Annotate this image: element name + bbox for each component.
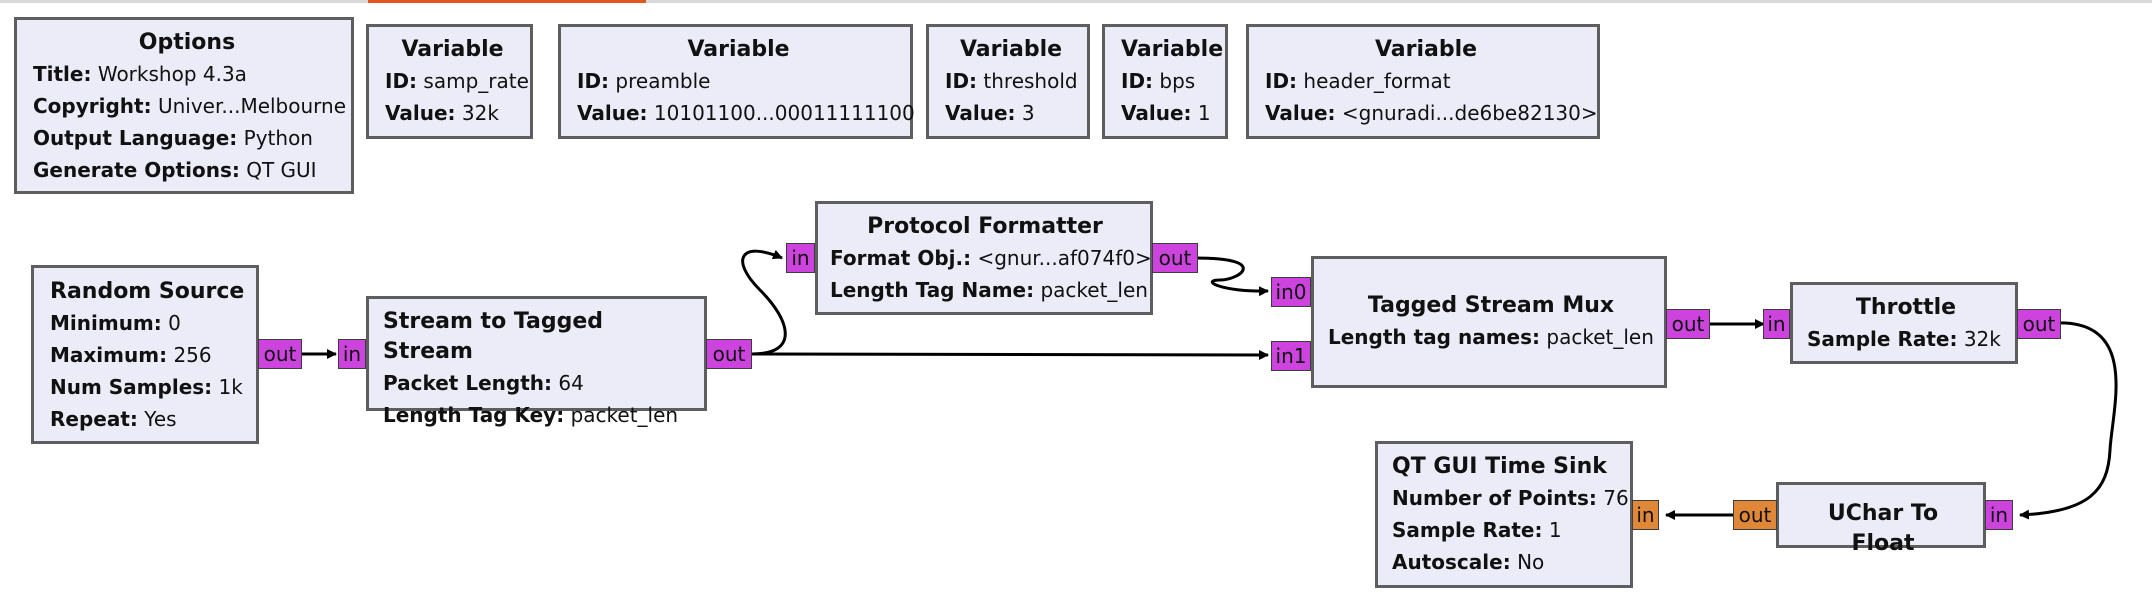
param-sample-rate: Sample Rate: 32k — [1807, 327, 2001, 351]
uchar-to-float-out-port[interactable]: out — [1733, 500, 1777, 530]
block-title: Tagged Stream Mux — [1367, 293, 1615, 318]
protocol-formatter-block[interactable]: Protocol Formatter Format Obj.: <gnur...… — [815, 201, 1153, 315]
param-value: Value: 3 — [945, 101, 1035, 125]
block-title: Stream to Tagged Stream — [383, 309, 604, 364]
block-title: Variable — [687, 37, 790, 62]
variable-bps-block[interactable]: Variable ID: bps Value: 1 — [1102, 24, 1228, 139]
param-id: ID: header_format — [1265, 69, 1451, 93]
stream-to-tagged-in-port[interactable]: in — [338, 339, 366, 369]
uchar-to-float-block[interactable]: UChar To Float — [1776, 482, 1986, 556]
variable-threshold-block[interactable]: Variable ID: threshold Value: 3 — [926, 24, 1090, 139]
param-repeat: Repeat: Yes — [50, 407, 177, 431]
block-params: ID: bps Value: 1 — [1121, 65, 1215, 129]
protocol-formatter-in-port[interactable]: in — [786, 243, 815, 273]
block-params: Number of Points: 76 Sample Rate: 1 Auto… — [1392, 482, 1629, 578]
block-params: Packet Length: 64 Length Tag Key: packet… — [383, 367, 694, 431]
options-block[interactable]: Options Title: Workshop 4.3a Copyright: … — [14, 17, 354, 194]
throttle-in-port[interactable]: in — [1763, 309, 1790, 339]
param-number-of-points: Number of Points: 76 — [1392, 486, 1629, 510]
param-length-tag-key: Length Tag Key: packet_len — [383, 403, 679, 427]
param-title: Title: Workshop 4.3a — [33, 62, 247, 86]
qt-gui-time-sink-block[interactable]: QT GUI Time Sink Number of Points: 76 Sa… — [1375, 441, 1633, 588]
block-title: Options — [138, 30, 236, 55]
block-params: ID: preamble Value: 10101100...000111111… — [577, 65, 915, 129]
tab-bar — [0, 0, 2152, 3]
param-value: Value: 1 — [1121, 101, 1211, 125]
tagged-stream-mux-in1-port[interactable]: in1 — [1271, 341, 1311, 371]
param-num-samples: Num Samples: 1k — [50, 375, 243, 399]
param-value: Value: 10101100...00011111100 — [577, 101, 915, 125]
stream-to-tagged-stream-block[interactable]: Stream to Tagged Stream Packet Length: 6… — [366, 296, 707, 427]
tagged-stream-mux-out-port[interactable]: out — [1666, 309, 1710, 339]
tagged-stream-mux-block[interactable]: Tagged Stream Mux Length tag names: pack… — [1311, 256, 1667, 388]
block-title: QT GUI Time Sink — [1392, 454, 1607, 479]
stream-to-tagged-out-port[interactable]: out — [706, 339, 752, 369]
param-id: ID: samp_rate — [385, 69, 529, 93]
param-copyright: Copyright: Univer...Melbourne — [33, 94, 347, 118]
active-tab-indicator[interactable] — [368, 0, 646, 3]
param-packet-length: Packet Length: 64 — [383, 371, 584, 395]
random-source-block[interactable]: Random Source Minimum: 0 Maximum: 256 Nu… — [31, 265, 259, 444]
variable-samp-rate-block[interactable]: Variable ID: samp_rate Value: 32k — [366, 24, 533, 139]
throttle-block[interactable]: Throttle Sample Rate: 32k — [1790, 282, 2018, 364]
variable-header-format-block[interactable]: Variable ID: header_format Value: <gnura… — [1246, 24, 1600, 139]
block-title: Variable — [401, 37, 504, 62]
param-value: Value: <gnuradi...de6be82130> — [1265, 101, 1598, 125]
block-params: Title: Workshop 4.3a Copyright: Univer..… — [33, 58, 347, 186]
param-minimum: Minimum: 0 — [50, 311, 181, 335]
wire-stream-to-mux-in1[interactable] — [751, 349, 1269, 360]
qt-time-sink-in-port[interactable]: in — [1632, 500, 1659, 530]
block-title: Throttle — [1855, 295, 1957, 320]
uchar-to-float-in-port[interactable]: in — [1985, 500, 2013, 530]
block-params: Length tag names: packet_len — [1328, 321, 1654, 353]
param-format-obj: Format Obj.: <gnur...af074f0> — [830, 246, 1152, 270]
throttle-out-port[interactable]: out — [2017, 309, 2061, 339]
block-params: Sample Rate: 32k — [1807, 323, 2005, 355]
block-title: Protocol Formatter — [867, 214, 1103, 239]
param-value: Value: 32k — [385, 101, 499, 125]
param-sample-rate: Sample Rate: 1 — [1392, 518, 1562, 542]
param-output-language: Output Language: Python — [33, 126, 313, 150]
param-length-tag-name: Length Tag Name: packet_len — [830, 278, 1148, 302]
param-length-tag-names: Length tag names: packet_len — [1328, 325, 1654, 349]
block-title: Variable — [959, 37, 1063, 62]
block-title: Random Source — [50, 279, 245, 304]
wire-protocol-to-mux-in0[interactable] — [1195, 256, 1269, 297]
block-params: ID: threshold Value: 3 — [945, 65, 1078, 129]
block-title: UChar To Float — [1827, 501, 1939, 556]
param-maximum: Maximum: 256 — [50, 343, 212, 367]
param-generate-options: Generate Options: QT GUI — [33, 158, 317, 182]
block-params: ID: header_format Value: <gnuradi...de6b… — [1265, 65, 1598, 129]
wire-throttle-to-uchar[interactable] — [2019, 321, 2118, 520]
tagged-stream-mux-in0-port[interactable]: in0 — [1271, 277, 1311, 307]
block-params: ID: samp_rate Value: 32k — [385, 65, 529, 129]
variable-preamble-block[interactable]: Variable ID: preamble Value: 10101100...… — [558, 24, 915, 139]
param-id: ID: preamble — [577, 69, 711, 93]
block-title: Variable — [1374, 37, 1478, 62]
param-id: ID: threshold — [945, 69, 1078, 93]
param-id: ID: bps — [1121, 69, 1196, 93]
param-autoscale: Autoscale: No — [1392, 550, 1545, 574]
block-title: Variable — [1121, 37, 1224, 62]
random-source-out-port[interactable]: out — [258, 339, 302, 369]
protocol-formatter-out-port[interactable]: out — [1152, 243, 1198, 273]
block-params: Minimum: 0 Maximum: 256 Num Samples: 1k … — [50, 307, 246, 435]
block-params: Format Obj.: <gnur...af074f0> Length Tag… — [830, 242, 1152, 306]
